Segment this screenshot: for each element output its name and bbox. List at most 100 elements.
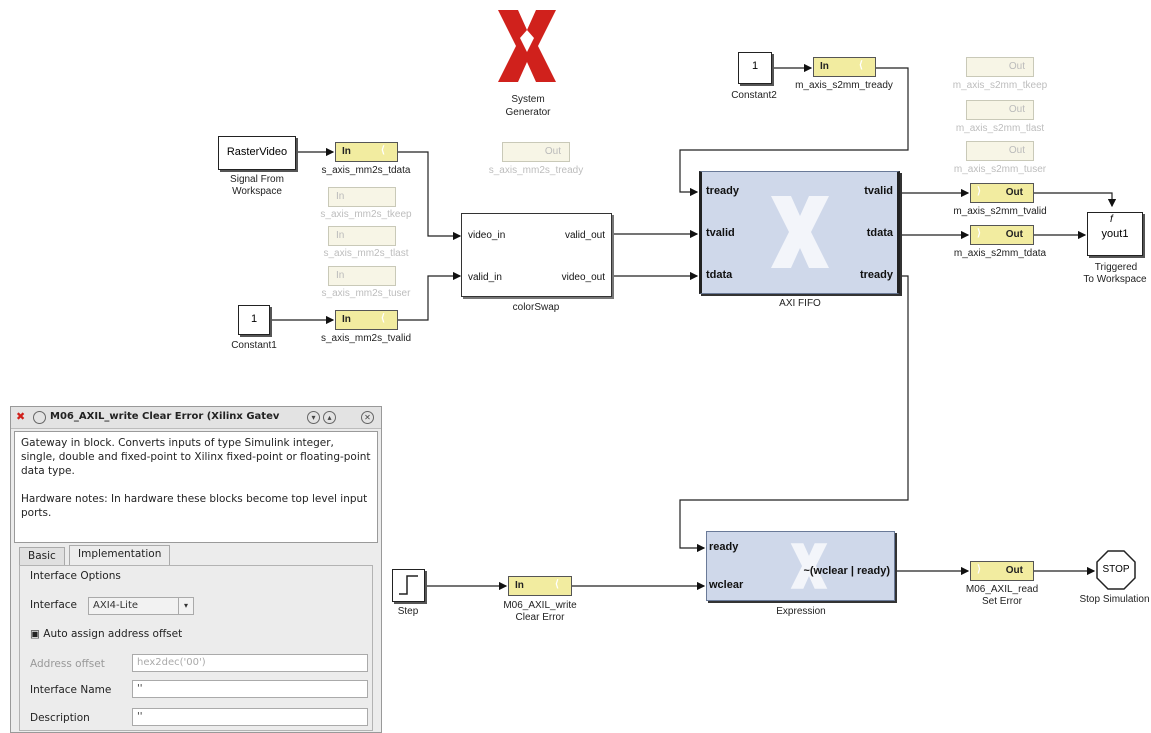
- expression-caption: Expression: [776, 606, 826, 617]
- gateway-caption-2: Set Error: [981, 596, 1022, 607]
- tab-basic[interactable]: Basic: [19, 547, 65, 565]
- logo-caption-1: System: [511, 94, 545, 105]
- gateway-in-label: In: [820, 61, 829, 72]
- description-text: Gateway in block. Converts inputs of typ…: [21, 437, 371, 477]
- gateway-out-tuser-disabled[interactable]: Out: [966, 141, 1034, 161]
- interface-value: AXI4-Lite: [93, 600, 139, 611]
- description-label: Description: [30, 712, 90, 724]
- tow-caption-2: To Workspace: [1083, 274, 1147, 285]
- xilinx-chevron-icon: ⟩: [977, 228, 981, 239]
- dialog-title: M06_AXIL_write Clear Error (Xilinx Gatev: [50, 411, 280, 422]
- section-title: Interface Options: [30, 570, 121, 582]
- gateway-caption-1: M06_AXIL_read: [965, 584, 1039, 595]
- auto-assign-row[interactable]: ▣ Auto assign address offset: [30, 628, 182, 640]
- port-tvalid-in: tvalid: [706, 227, 735, 239]
- gateway-caption: s_axis_mm2s_tuser: [321, 288, 411, 299]
- stop-simulation-block[interactable]: STOP: [1096, 550, 1136, 590]
- description-input[interactable]: '': [132, 708, 368, 726]
- gateway-in-clear-error[interactable]: In ⟨: [508, 576, 572, 596]
- gateway-caption: m_axis_s2mm_tready: [795, 80, 893, 91]
- auto-assign-label: Auto assign address offset: [43, 628, 183, 640]
- interface-select[interactable]: AXI4-Lite ▾: [88, 597, 194, 615]
- tab-implementation[interactable]: Implementation: [69, 545, 171, 565]
- expression-block[interactable]: ready wclear ~(wclear | ready): [706, 531, 895, 601]
- gateway-in-tkeep-disabled[interactable]: In: [328, 187, 396, 207]
- close-icon[interactable]: ✕: [361, 411, 374, 424]
- xilinx-logo: [496, 8, 558, 84]
- gateway-in-label: In: [342, 146, 351, 157]
- xilinx-watermark-icon: [790, 543, 828, 589]
- gateway-in-label: In: [336, 230, 345, 241]
- xilinx-chevron-icon: ⟨: [555, 579, 559, 590]
- gateway-in-tuser-disabled[interactable]: In: [328, 266, 396, 286]
- hardware-notes: Hardware notes: In hardware these blocks…: [21, 493, 368, 519]
- signal-from-workspace-block[interactable]: RasterVideo: [218, 136, 296, 170]
- xilinx-chevron-icon: ⟨: [859, 60, 863, 71]
- xilinx-app-icon: ✖: [16, 410, 26, 423]
- gateway-out-tlast-disabled[interactable]: Out: [966, 100, 1034, 120]
- address-offset-input[interactable]: hex2dec('00'): [132, 654, 368, 672]
- minimize-icon[interactable]: ▾: [307, 411, 320, 424]
- axi-fifo-block[interactable]: tready tvalid tdata tvalid tdata tready: [699, 171, 900, 294]
- step-caption: Step: [397, 606, 419, 617]
- block-description: Gateway in block. Converts inputs of typ…: [14, 431, 378, 543]
- axi-fifo-caption: AXI FIFO: [779, 298, 821, 309]
- dialog-titlebar: ✖ M06_AXIL_write Clear Error (Xilinx Gat…: [11, 407, 381, 429]
- gateway-caption: m_axis_s2mm_tkeep: [952, 80, 1048, 91]
- gateway-caption: s_axis_mm2s_tkeep: [320, 209, 412, 220]
- gateway-out-tvalid[interactable]: ⟩ Out: [970, 183, 1034, 203]
- gateway-in-tlast-disabled[interactable]: In: [328, 226, 396, 246]
- constant1-block[interactable]: 1: [238, 305, 270, 335]
- gateway-out-label: Out: [544, 146, 561, 157]
- stop-label: STOP: [1102, 564, 1130, 575]
- maximize-icon[interactable]: ▴: [323, 411, 336, 424]
- gateway-out-set-error[interactable]: ⟩ Out: [970, 561, 1034, 581]
- trigger-icon: f: [1110, 214, 1113, 225]
- colorswap-subsystem[interactable]: video_in valid_in valid_out video_out: [461, 213, 612, 297]
- gateway-in-m-tready[interactable]: In ⟨: [813, 57, 876, 77]
- to-workspace-block[interactable]: f yout1: [1087, 212, 1143, 256]
- block-label: yout1: [1101, 228, 1129, 240]
- gateway-caption: m_axis_s2mm_tuser: [953, 164, 1047, 175]
- step-icon: [399, 575, 418, 595]
- gateway-out-tdata[interactable]: ⟩ Out: [970, 225, 1034, 245]
- port-valid-in: valid_in: [468, 272, 502, 283]
- constant-value: 1: [250, 313, 258, 325]
- port-tready-out: tready: [859, 269, 893, 281]
- gateway-in-tdata[interactable]: In ⟨: [335, 142, 398, 162]
- gateway-in-tvalid[interactable]: In ⟨: [335, 310, 398, 330]
- xilinx-chevron-icon: ⟩: [977, 564, 981, 575]
- xilinx-chevron-icon: ⟨: [381, 313, 385, 324]
- expression-formula: ~(wclear | ready): [803, 565, 890, 577]
- gateway-caption: m_axis_s2mm_tvalid: [953, 206, 1047, 217]
- port-video-in: video_in: [468, 230, 506, 241]
- gateway-in-label: In: [336, 191, 345, 202]
- port-valid-out: valid_out: [564, 230, 605, 241]
- interface-name-input[interactable]: '': [132, 680, 368, 698]
- colorswap-caption: colorSwap: [512, 302, 560, 313]
- gateway-out-label: Out: [1005, 565, 1023, 576]
- gateway-in-label: In: [515, 580, 524, 591]
- gateway-caption: m_axis_s2mm_tlast: [955, 123, 1045, 134]
- port-wclear-in: wclear: [709, 579, 744, 591]
- block-parameters-dialog: ✖ M06_AXIL_write Clear Error (Xilinx Gat…: [10, 406, 382, 733]
- gateway-caption: m_axis_s2mm_tdata: [953, 248, 1047, 259]
- sfw-caption-2: Workspace: [232, 186, 282, 197]
- constant1-caption: Constant1: [231, 340, 277, 351]
- tow-caption-1: Triggered: [1094, 262, 1138, 273]
- step-block[interactable]: [392, 569, 425, 602]
- port-tdata-out: tdata: [866, 227, 893, 239]
- port-ready-in: ready: [709, 541, 739, 553]
- gateway-out-tkeep-disabled[interactable]: Out: [966, 57, 1034, 77]
- gateway-caption: s_axis_mm2s_tready: [488, 165, 584, 176]
- interface-name-label: Interface Name: [30, 684, 112, 696]
- constant2-block[interactable]: 1: [738, 52, 772, 84]
- pin-icon[interactable]: [33, 411, 46, 424]
- checkbox-checked-icon[interactable]: ▣: [30, 628, 40, 640]
- gateway-caption-2: Clear Error: [515, 612, 565, 623]
- gateway-in-label: In: [336, 270, 345, 281]
- gateway-out-s-tready-disabled[interactable]: Out: [502, 142, 570, 162]
- gateway-out-label: Out: [1005, 187, 1023, 198]
- implementation-panel: Interface Options Interface AXI4-Lite ▾ …: [19, 565, 373, 731]
